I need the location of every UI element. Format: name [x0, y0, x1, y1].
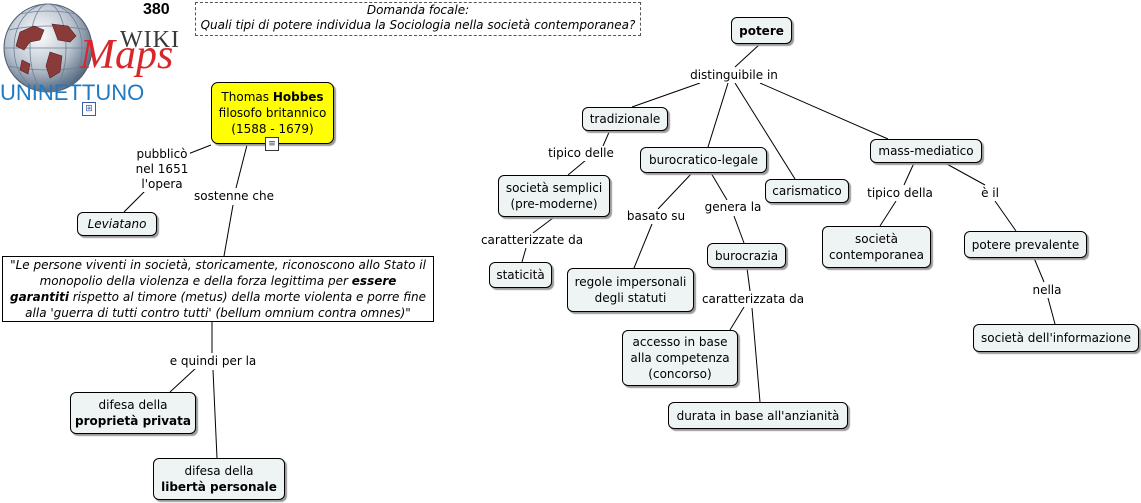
link-therefore: e quindi per la: [166, 354, 260, 369]
wikimaps-logo[interactable]: WIKI Maps UNINETTUNO: [0, 0, 185, 110]
node-mass-mediatico: mass-mediatico: [870, 139, 982, 163]
focal-question-text: Quali tipi di potere individua la Sociol…: [200, 18, 636, 32]
link-is-the: è il: [976, 186, 1004, 201]
link-characterized-singular: caratterizzata da: [700, 292, 806, 307]
hobbes-surname: Hobbes: [272, 90, 324, 104]
node-prevailing-power: potere prevalente: [964, 231, 1087, 258]
node-tradizionale: tradizionale: [582, 107, 668, 131]
logo-wiki-text: WIKI: [120, 27, 180, 53]
node-information-society: società dell'informazione: [973, 324, 1139, 352]
hobbes-dates: (1588 - 1679): [231, 122, 314, 136]
node-simple-societies: società semplici (pre-moderne): [498, 175, 610, 217]
link-published: pubblicò nel 1651 l'opera: [134, 147, 190, 192]
logo-maps-text: Maps: [80, 32, 174, 78]
node-competence-access: accesso in base alla competenza (concors…: [622, 330, 738, 386]
quote-text-a: "Le persone viventi in società, storicam…: [10, 258, 426, 288]
node-carismatico: carismatico: [765, 179, 849, 203]
node-leviatano: Leviatano: [77, 212, 157, 236]
quote-text-bold: essere garantiti: [9, 274, 397, 304]
link-typical-of-plural: tipico delle: [545, 146, 617, 161]
link-typical-of-singular: tipico della: [864, 186, 936, 201]
node-impersonal-rules: regole impersonali degli statuti: [567, 268, 694, 312]
node-potere: potere: [731, 17, 792, 44]
node-personal-liberty: difesa della libertà personale: [153, 458, 285, 500]
node-quote: "Le persone viventi in società, storicam…: [2, 256, 434, 322]
node-burocratico-legale: burocratico-legale: [640, 147, 767, 173]
focal-question-box: Domanda focale: Quali tipi di potere ind…: [195, 2, 641, 36]
map-number: 380: [143, 1, 170, 18]
node-burocrazia: burocrazia: [707, 243, 786, 268]
link-in-the: nella: [1028, 283, 1066, 298]
quote-text-b: rispetto al timore (metus) della morte v…: [25, 290, 426, 320]
hobbes-role: filosofo britannico: [218, 106, 327, 120]
link-sustained: sostenne che: [192, 189, 276, 204]
logo-uninettuno-text: UNINETTUNO: [0, 80, 145, 105]
node-seniority: durata in base all'anzianità: [668, 402, 848, 429]
sitemap-icon[interactable]: ⊞: [82, 102, 96, 116]
link-distinguishable: distinguibile in: [686, 68, 782, 83]
globe-icon: [3, 3, 93, 93]
node-hobbes: Thomas Hobbes filosofo britannico (1588 …: [211, 82, 334, 144]
node-staticita: staticità: [489, 262, 552, 288]
link-generates: genera la: [700, 200, 766, 215]
hobbes-first-name: Thomas: [221, 90, 273, 104]
link-based-on: basato su: [624, 209, 688, 224]
node-private-property: difesa della proprietà privata: [70, 392, 196, 434]
link-characterized-plural: caratterizzate da: [478, 233, 586, 248]
focal-question-title: Domanda focale:: [366, 3, 470, 17]
node-contemporary-society: società contemporanea: [822, 226, 931, 268]
document-icon[interactable]: ≡: [265, 137, 279, 151]
